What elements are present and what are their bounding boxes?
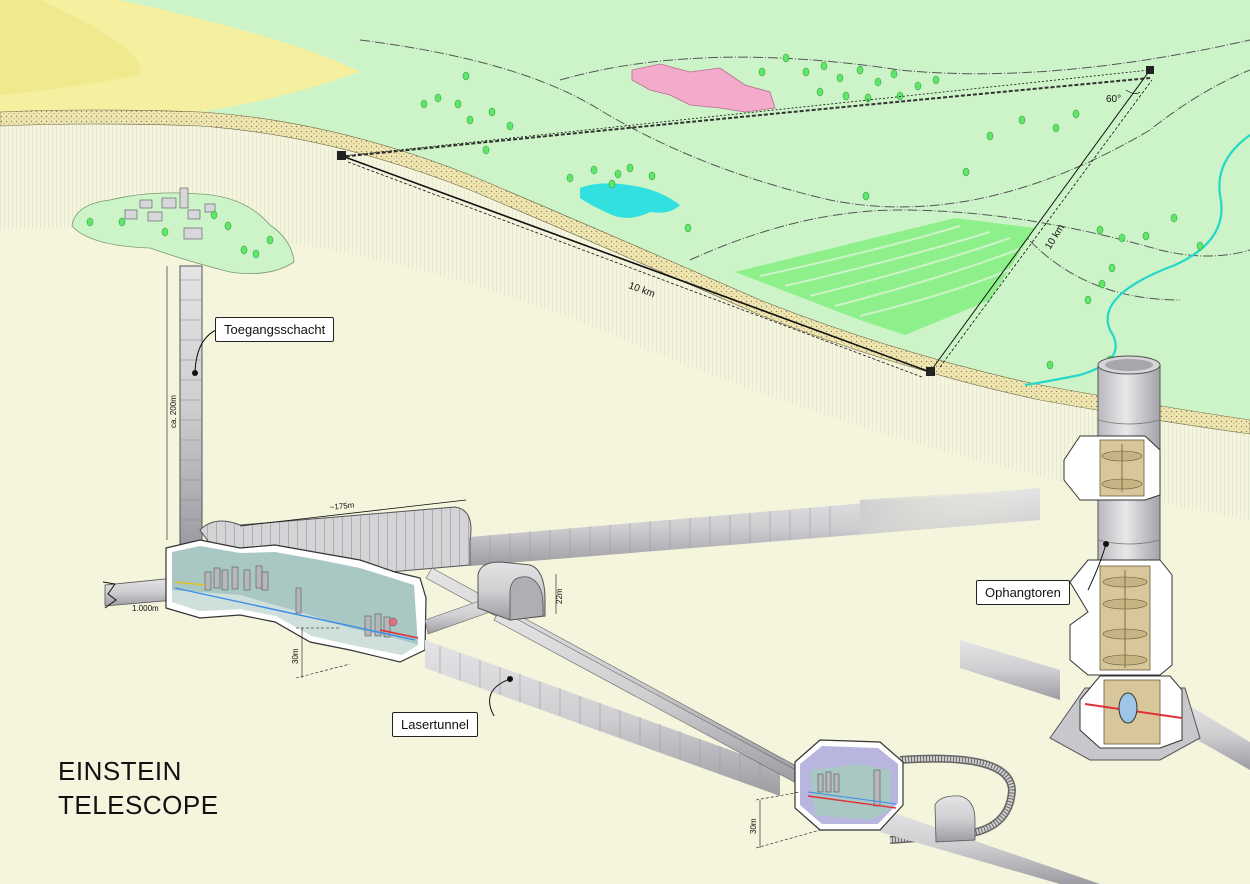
tower-tunnel-left	[960, 640, 1060, 700]
angle-arc	[1125, 89, 1141, 94]
cavern-laser-beam-yellow	[174, 581, 206, 586]
built-area	[631, 63, 776, 113]
cavern-mirror	[388, 617, 398, 627]
lake	[580, 183, 680, 218]
cavern-height-tick-bottom	[295, 663, 351, 679]
tower-tunnel-right	[1180, 700, 1250, 770]
tunnel-callout-line	[489, 678, 511, 717]
corner-station-markers	[337, 66, 1154, 376]
side-tunnel-break	[102, 581, 117, 609]
corner-vacuum-towers	[817, 769, 881, 807]
lower-right-tunnel	[880, 808, 1100, 884]
tower-callout-dot	[1103, 541, 1109, 547]
road-4	[1019, 229, 1181, 301]
upper-arm-tunnel-fade	[860, 488, 1040, 534]
corner-laser-beam-red	[807, 795, 897, 809]
soil-section	[0, 111, 1250, 520]
tower-callout-line	[1087, 543, 1107, 591]
diagram-title: EINSTEIN TELESCOPE	[58, 754, 219, 822]
tower-cutaway-2	[1069, 559, 1173, 676]
angle-label: 60°	[1106, 94, 1121, 105]
side-tunnel-label: 1.000m	[132, 604, 159, 613]
arm-lines	[341, 69, 1153, 378]
tower-test-mass-icon	[1118, 692, 1138, 724]
access-shaft	[179, 265, 203, 545]
corner-height-tick-bottom	[755, 829, 821, 849]
cavern-floor	[172, 590, 418, 655]
road-3	[689, 209, 1250, 261]
tower-cutaway-1	[1063, 435, 1161, 501]
village-trees	[86, 210, 274, 259]
village-houses	[124, 187, 216, 240]
yellow-field-edge	[0, 0, 141, 95]
trees	[420, 53, 1204, 370]
corner-height-tick-top	[755, 791, 801, 801]
railway	[339, 77, 1151, 158]
cavern-laser-beam-red	[379, 629, 419, 639]
access-shaft-label: Toegangsschacht	[215, 317, 335, 342]
tower-top-inner	[1105, 359, 1153, 371]
title-line-2: TELESCOPE	[58, 790, 219, 820]
cavern-laser-beam-blue	[174, 587, 416, 641]
lower-arm-tunnel	[425, 640, 780, 796]
tower-bottom-chamber	[1079, 675, 1183, 749]
road-2	[559, 39, 1250, 81]
corner-laser-beam-blue	[807, 791, 897, 805]
crop-rows	[759, 225, 1023, 317]
shaft-depth-label: ca. 200m	[169, 395, 178, 428]
cavern-length-dimension	[239, 499, 467, 527]
cavern-height-label-1: 30m	[291, 648, 300, 664]
upper-arm-ribs	[489, 506, 831, 564]
loop-tunnel-inner	[889, 756, 1015, 843]
cavern-height-label-2: 30m	[749, 818, 758, 834]
road-1	[359, 39, 1250, 208]
lower-arm-ribs	[439, 646, 761, 788]
cavern-length-label: ~175m	[329, 500, 355, 512]
corner-portal	[934, 795, 976, 843]
cavern-vacuum-towers	[204, 565, 391, 638]
laser-tunnel-label: Lasertunnel	[392, 712, 478, 737]
river	[1024, 134, 1250, 387]
tunnel-height-label: 22m	[555, 588, 564, 604]
suspension-tower-label: Ophangtoren	[976, 580, 1070, 605]
title-line-1: EINSTEIN	[58, 756, 182, 786]
shaft-callout-line	[194, 329, 217, 374]
tunnel-portal-face	[509, 576, 544, 621]
shaft-ribs	[180, 279, 202, 521]
